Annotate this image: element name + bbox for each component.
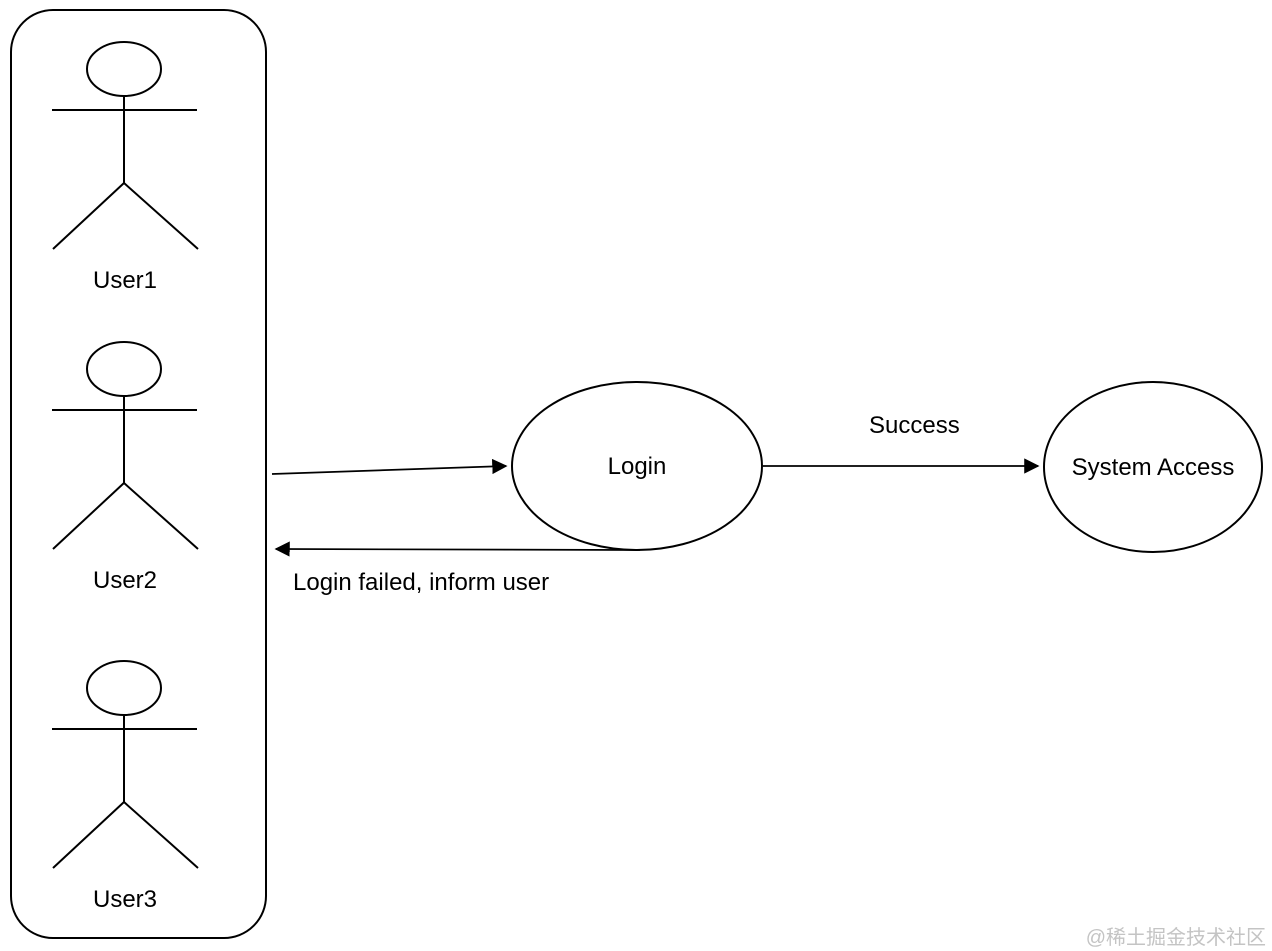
stick-figure-icon: [52, 341, 199, 550]
actors-boundary-box: [10, 9, 267, 939]
actor-leg-right-line: [123, 482, 199, 550]
actor-leg-right-line: [123, 801, 199, 869]
usecase-label: Login: [608, 453, 667, 480]
actor-label: User3: [93, 886, 157, 913]
edge-success-label: Success: [869, 412, 960, 439]
actor-leg-left-line: [52, 182, 125, 250]
usecase-login: Login: [511, 381, 763, 551]
actor-leg-right-line: [123, 182, 199, 250]
stick-figure-icon: [52, 41, 199, 250]
actor-leg-left-line: [52, 801, 125, 869]
actor-label: User2: [93, 567, 157, 594]
edge-login-to-users: Login failed, inform user: [274, 541, 641, 596]
actor-leg-left-line: [52, 482, 125, 550]
actor-head-icon: [86, 341, 162, 397]
actor-head-icon: [86, 41, 162, 97]
usecase-system-access: System Access: [1043, 381, 1263, 553]
edge-login-failed-label: Login failed, inform user: [293, 569, 549, 596]
actor-user2: User2: [52, 341, 199, 594]
actor-user1: User1: [52, 41, 199, 294]
edge-login-failed-arrow: [274, 541, 641, 557]
actor-label: User1: [93, 267, 157, 294]
usecase-ellipse: [1043, 381, 1263, 553]
stick-figure-icon: [52, 660, 199, 869]
watermark-text: @稀土掘金技术社区: [1086, 926, 1266, 949]
edge-login-to-system-access: Success: [763, 412, 1040, 474]
actor-head-icon: [86, 660, 162, 716]
usecase-label: System Access: [1072, 454, 1235, 481]
edge-users-to-login-arrow: [271, 458, 508, 475]
actor-user3: User3: [52, 660, 199, 913]
